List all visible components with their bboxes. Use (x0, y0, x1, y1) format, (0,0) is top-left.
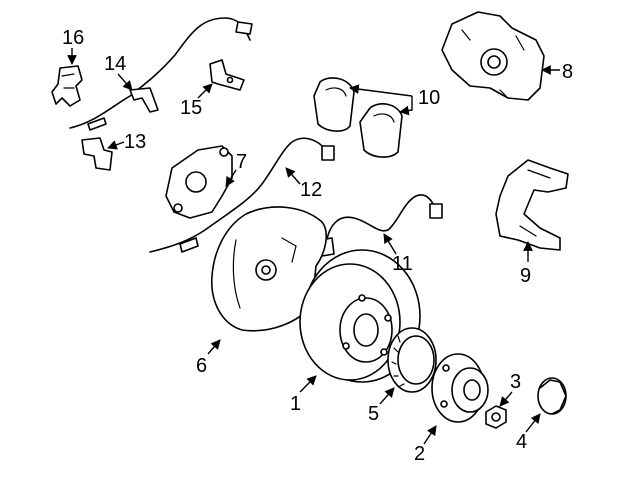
part-11-abs-sensor (319, 194, 443, 257)
callout-14: 14 (104, 53, 126, 75)
part-3-hub-nut (485, 405, 507, 429)
part-2-wheel-hub (431, 353, 489, 423)
callout-3: 3 (510, 371, 521, 393)
callout-7: 7 (236, 151, 247, 173)
part-1-brake-rotor (299, 249, 421, 383)
callout-16: 16 (62, 27, 84, 49)
callout-6: 6 (196, 355, 207, 377)
callout-10: 10 (418, 87, 440, 109)
part-15-bracket (209, 59, 245, 91)
leader-lines (67, 48, 560, 445)
callout-11: 11 (392, 253, 413, 275)
callout-9: 9 (520, 265, 531, 287)
part-5-tone-ring (387, 327, 437, 393)
part-8-caliper (441, 11, 545, 101)
part-6-dust-shield (211, 206, 328, 332)
callout-13: 13 (124, 131, 146, 153)
part-13-bracket (81, 137, 113, 171)
part-7-bracket (165, 145, 233, 219)
part-16-sensor-clip (51, 65, 83, 107)
part-10-brake-pads (313, 77, 403, 158)
callout-1: 1 (290, 393, 301, 415)
callout-15: 15 (180, 97, 202, 119)
callout-4: 4 (516, 431, 527, 453)
part-14-sensor-wire (69, 17, 253, 131)
callout-2: 2 (414, 443, 425, 465)
callout-12: 12 (300, 179, 322, 201)
part-12-speed-sensor-wire (149, 137, 335, 253)
callout-5: 5 (368, 403, 379, 425)
part-4-grease-cap (537, 377, 567, 415)
callout-8: 8 (562, 61, 573, 83)
part-9-caliper-carrier (495, 159, 569, 251)
